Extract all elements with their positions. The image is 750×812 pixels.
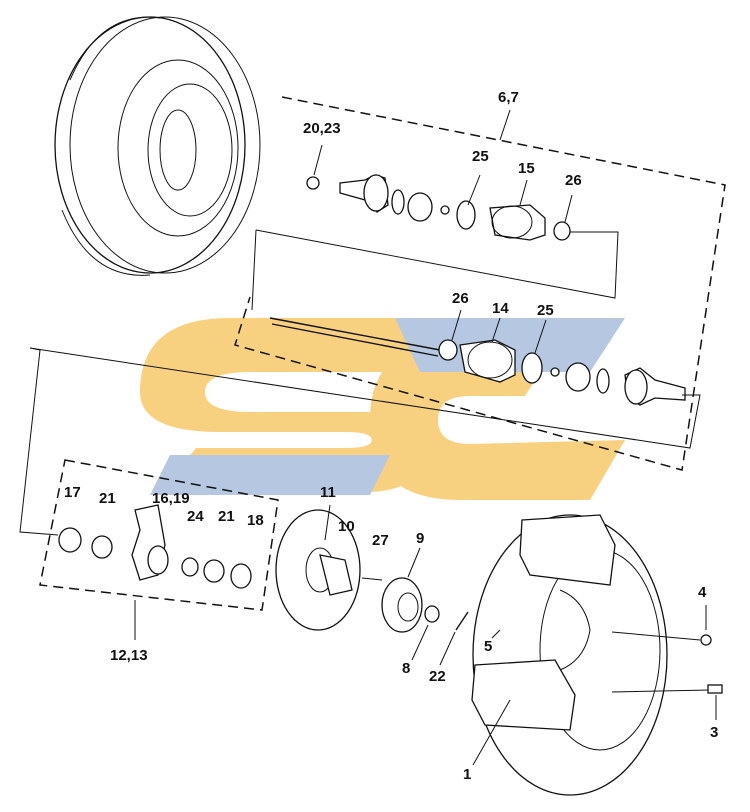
callout-6-7: 6,7 bbox=[498, 89, 519, 106]
callout-14: 14 bbox=[492, 300, 509, 317]
callout-16-19: 16,19 bbox=[152, 490, 190, 507]
rear-tire bbox=[54, 16, 261, 276]
callout-4: 4 bbox=[698, 584, 707, 601]
callout-18: 18 bbox=[247, 512, 264, 529]
callout-26-top: 26 bbox=[565, 172, 582, 189]
callout-12-13: 12,13 bbox=[110, 647, 148, 664]
leader-lines bbox=[134, 109, 717, 766]
callout-25-top: 25 bbox=[472, 148, 489, 165]
callout-24: 24 bbox=[187, 508, 204, 525]
watermark-blue-bar bbox=[150, 455, 390, 495]
watermark-logo bbox=[140, 318, 625, 500]
callout-9: 9 bbox=[416, 530, 424, 547]
callout-8: 8 bbox=[402, 660, 410, 677]
driveshaft-assembly-box bbox=[234, 96, 726, 471]
callout-3: 3 bbox=[710, 724, 718, 741]
connector-lines bbox=[19, 347, 701, 536]
front-tire bbox=[471, 514, 723, 796]
callouts: 6,7 20,23 25 15 26 26 14 25 17 21 16,19 … bbox=[64, 89, 718, 783]
callout-22: 22 bbox=[429, 668, 446, 685]
callout-26-bottom: 26 bbox=[452, 290, 469, 307]
callout-21-left: 21 bbox=[99, 490, 116, 507]
callout-25-bottom: 25 bbox=[537, 302, 554, 319]
axle-parts-bottom bbox=[269, 317, 686, 406]
axle-parts-top bbox=[306, 174, 571, 241]
knuckle-assembly-box bbox=[39, 459, 279, 611]
callout-10: 10 bbox=[338, 518, 355, 535]
callout-20-23: 20,23 bbox=[303, 120, 341, 137]
watermark-yellow-c bbox=[370, 340, 625, 500]
callout-21-right: 21 bbox=[218, 508, 235, 525]
callout-15: 15 bbox=[518, 160, 535, 177]
callout-11: 11 bbox=[320, 484, 336, 501]
callout-27: 27 bbox=[372, 532, 389, 549]
brake-disc bbox=[275, 509, 361, 631]
callout-1: 1 bbox=[463, 766, 471, 783]
callout-17: 17 bbox=[64, 484, 81, 501]
callout-5: 5 bbox=[484, 638, 492, 655]
